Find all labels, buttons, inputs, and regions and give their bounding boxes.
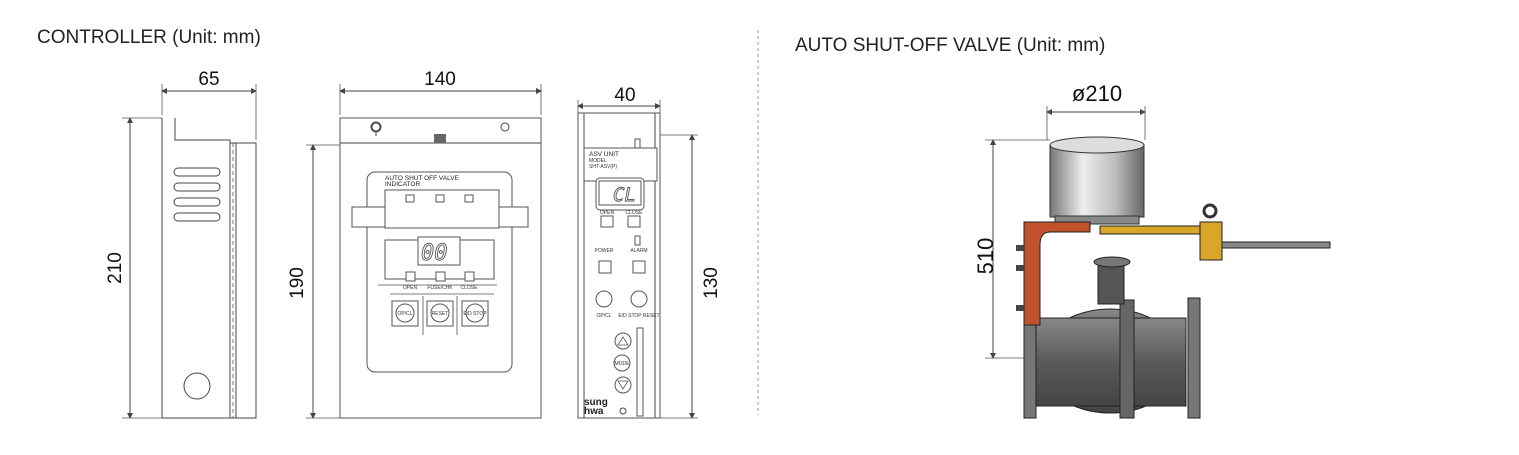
unit-ed-stop-reset-button[interactable]: E/D STOP RESET — [618, 290, 660, 319]
unit-op-cl-button[interactable]: OP/CL — [595, 290, 613, 319]
controller-title: CONTROLLER (Unit: mm) — [37, 27, 261, 48]
valve-height-dimension: 510 — [973, 238, 998, 275]
unit-width-dimension: 40 — [614, 85, 635, 106]
valve-drawing: ø210 510 — [973, 81, 1331, 419]
controller-side-view: 65 210 — [105, 69, 257, 419]
front-display: 00 — [421, 241, 448, 266]
front-lamps: OPEN FUSE/CHK CLOSE — [403, 271, 479, 291]
unit-label-3: SHT-ASV(P) — [589, 164, 617, 170]
flange-right-icon — [1187, 297, 1201, 419]
unit-label-1: ASV UNIT — [589, 151, 619, 158]
unit-label-2: MODEL — [589, 158, 607, 164]
front-width-dimension: 140 — [424, 69, 456, 90]
unit-close-lamp — [627, 215, 641, 228]
side-height-dimension: 210 — [105, 252, 126, 284]
unit-height-dimension: 130 — [701, 267, 722, 299]
up-button[interactable] — [614, 332, 632, 350]
lock-ring-icon — [1202, 203, 1218, 219]
bracket-icon — [1023, 221, 1091, 326]
controller-front-view: 140 190 AUTO SHUT OFF VALVE INDICATOR 00… — [287, 69, 542, 419]
reset-button[interactable]: RESET — [426, 300, 454, 327]
front-panel-subtitle: INDICATOR — [385, 181, 420, 188]
side-width-dimension: 65 — [198, 69, 219, 90]
unit-lamp-close-label: CLOSE — [626, 210, 644, 216]
svg-text:RESET: RESET — [432, 311, 449, 317]
down-button[interactable] — [614, 376, 632, 394]
unit-lamp-open-label: OPEN — [600, 210, 615, 216]
brand-logo: sung hwa — [584, 397, 608, 417]
unit-power-label: POWER — [595, 248, 614, 254]
op-cl-button[interactable]: OP/CL — [391, 300, 419, 327]
svg-text:E/D STOP RESET: E/D STOP RESET — [618, 313, 659, 319]
front-panel-title: AUTO SHUT OFF VALVE — [385, 175, 460, 182]
svg-text:sung: sung — [584, 397, 608, 408]
lamp-close: CLOSE — [461, 285, 479, 291]
lamp-fuse-chk: FUSE/CHK — [427, 285, 453, 291]
lever-icon — [1099, 225, 1203, 235]
unit-open-lamp — [600, 215, 614, 228]
front-height-dimension: 190 — [287, 267, 308, 299]
mode-button[interactable]: MODE — [613, 354, 631, 372]
svg-text:OP/CL: OP/CL — [397, 311, 412, 317]
unit-display: CL — [613, 184, 636, 206]
svg-text:hwa: hwa — [584, 406, 604, 417]
valve-title: AUTO SHUT-OFF VALVE (Unit: mm) — [795, 35, 1105, 56]
ed-stop-button[interactable]: E/D STOP — [461, 300, 489, 327]
valve-diameter-dimension: ø210 — [1072, 81, 1122, 106]
svg-text:E/D STOP: E/D STOP — [463, 311, 487, 317]
svg-text:OP/CL: OP/CL — [596, 313, 611, 319]
controller-unit-view: 40 130 ASV UNIT MODEL SHT-ASV(P) CL OPEN… — [577, 85, 722, 419]
unit-alarm-label: ALARM — [630, 248, 647, 254]
lamp-open: OPEN — [403, 285, 418, 291]
svg-text:MODE: MODE — [615, 361, 631, 367]
actuator-icon — [1049, 144, 1145, 218]
cable-gland-icon — [183, 372, 211, 400]
